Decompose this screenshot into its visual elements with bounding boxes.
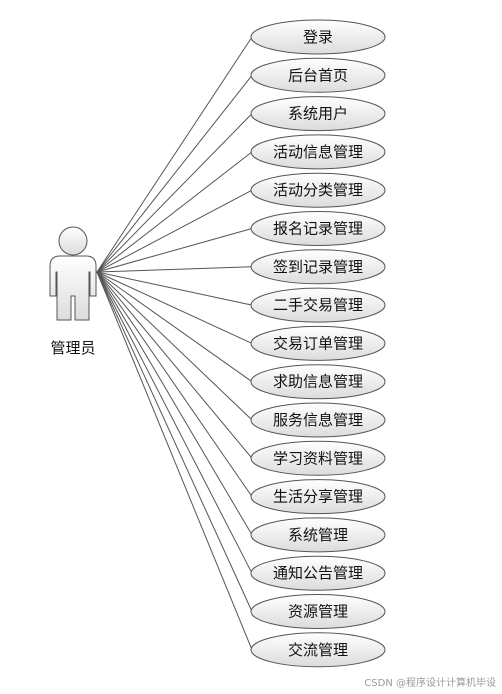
- use-case-label: 系统用户: [288, 105, 348, 123]
- use-case-label: 系统管理: [288, 526, 348, 544]
- use-case-label: 生活分享管理: [273, 488, 363, 506]
- association-line: [96, 113, 253, 273]
- use-case-label: 通知公告管理: [273, 564, 363, 582]
- use-case-label: 活动分类管理: [273, 181, 363, 199]
- use-case-ellipse: [250, 555, 386, 591]
- association-line: [96, 271, 253, 459]
- use-case-label: 服务信息管理: [273, 411, 363, 429]
- use-case-label: 学习资料管理: [273, 449, 363, 467]
- association-line: [96, 189, 253, 273]
- use-case-ellipse: [250, 96, 386, 132]
- use-case-ellipse: [250, 134, 386, 170]
- association-line: [96, 271, 253, 574]
- use-case-label: 报名记录管理: [273, 220, 363, 238]
- use-case-ellipse: [250, 325, 386, 361]
- use-case-ellipse: [250, 517, 386, 553]
- association-line: [96, 271, 253, 536]
- use-case-label: 求助信息管理: [273, 373, 363, 391]
- association-line: [96, 74, 253, 273]
- use-case-ellipse: [250, 479, 386, 515]
- association-line: [96, 151, 253, 273]
- use-case-ellipse: [250, 249, 386, 285]
- association-line: [96, 271, 253, 421]
- use-case-ellipse: [250, 172, 386, 208]
- association-line: [96, 271, 253, 650]
- use-case-ellipse: [250, 287, 386, 323]
- association-lines: [96, 36, 253, 650]
- use-case-list: 登录后台首页系统用户活动信息管理活动分类管理报名记录管理签到记录管理二手交易管理…: [250, 19, 386, 668]
- use-case-ellipse: [250, 440, 386, 476]
- association-line: [96, 271, 253, 344]
- use-case-ellipse: [250, 57, 386, 93]
- association-line: [96, 228, 253, 273]
- actor-figure: [49, 226, 97, 321]
- association-line: [96, 271, 253, 612]
- watermark: CSDN @程序设计计算机毕设: [364, 676, 496, 689]
- use-case-ellipse: [250, 632, 386, 668]
- association-line: [96, 266, 253, 273]
- use-case-ellipse: [250, 402, 386, 438]
- association-line: [96, 36, 253, 273]
- use-case-ellipse: [250, 594, 386, 629]
- use-case-label: 活动信息管理: [273, 143, 363, 161]
- use-case-label: 登录: [303, 28, 333, 46]
- use-case-label: 二手交易管理: [273, 296, 363, 314]
- association-line: [96, 271, 253, 306]
- actor-label: 管理员: [50, 339, 95, 357]
- use-case-label: 签到记录管理: [273, 258, 363, 276]
- use-case-label: 资源管理: [288, 603, 348, 621]
- use-case-ellipse: [250, 19, 386, 55]
- use-case-label: 后台首页: [288, 66, 348, 84]
- association-line: [96, 271, 253, 383]
- use-case-label: 交流管理: [288, 641, 348, 659]
- use-case-ellipse: [250, 211, 386, 246]
- use-case-ellipse: [250, 364, 386, 400]
- use-case-label: 交易订单管理: [273, 334, 363, 352]
- association-line: [96, 271, 253, 497]
